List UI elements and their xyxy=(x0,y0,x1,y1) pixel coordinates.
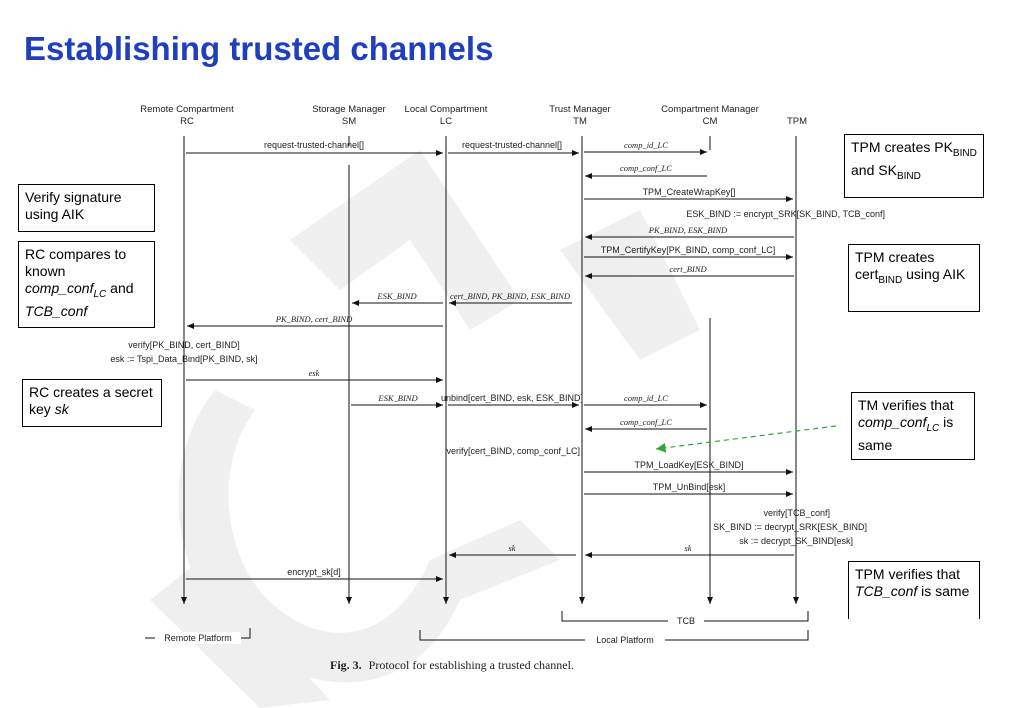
participant-name: Remote Compartment xyxy=(140,104,234,115)
participant-abbr: RC xyxy=(180,116,194,127)
local-action: verify[PK_BIND, cert_BIND] xyxy=(128,340,240,350)
msg-label: request-trusted-channel[] xyxy=(264,140,364,150)
local-action: verify[TCB_conf] xyxy=(763,508,830,518)
msg-label: TPM_LoadKey[ESK_BIND] xyxy=(634,460,743,470)
participant-name: Compartment Manager xyxy=(661,104,759,115)
participant-name: Storage Manager xyxy=(312,104,385,115)
callout-tm-verifies: TM verifies that comp_confLC is same xyxy=(851,392,975,460)
msg-label: esk xyxy=(309,368,320,378)
msg-label: request-trusted-channel[] xyxy=(462,140,562,150)
caption-prefix: Fig. 3. xyxy=(330,658,362,672)
callout-tpm-creates-cert: TPM creates certBIND using AIK xyxy=(848,244,980,312)
lifelines xyxy=(181,136,799,604)
callout-rc-compares: RC compares to known comp_confLC and TCB… xyxy=(18,241,155,328)
msg-label: comp_conf_LC xyxy=(620,417,672,427)
slide-title: Establishing trusted channels xyxy=(24,30,494,67)
local-action: verify[cert_BIND, comp_conf_LC] xyxy=(446,446,580,456)
callout-text: TPM creates certBIND using AIK xyxy=(855,249,966,286)
local-action: sk := decrypt_SK_BIND[esk] xyxy=(739,536,853,546)
participant-abbr: SM xyxy=(342,116,356,127)
figure-caption: Fig. 3. Protocol for establishing a trus… xyxy=(330,658,574,672)
tcb-label: TCB xyxy=(677,616,695,626)
local-platform-label: Local Platform xyxy=(596,635,654,645)
participant-abbr: LC xyxy=(440,116,452,127)
callout-text: Verify signature using AIK xyxy=(25,189,122,222)
callout-text: TPM verifies that TCB_conf is same xyxy=(855,566,970,599)
local-action: esk := Tspi_Data_Bind[PK_BIND, sk] xyxy=(110,354,257,364)
msg-label: encrypt_sk[d] xyxy=(287,567,341,577)
msg-label: comp_id_LC xyxy=(624,393,668,403)
msg-label: ESK_BIND xyxy=(377,393,418,403)
msg-label: PK_BIND, cert_BIND xyxy=(275,314,353,324)
participant-name: Trust Manager xyxy=(549,104,610,115)
message-labels: request-trusted-channel[] request-truste… xyxy=(264,140,775,577)
msg-label: TPM_CertifyKey[PK_BIND, comp_conf_LC] xyxy=(601,245,776,255)
remote-platform-label: Remote Platform xyxy=(164,633,232,643)
group-brackets xyxy=(145,611,809,641)
callout-text: RC creates a secret key sk xyxy=(29,384,153,417)
caption-text: Protocol for establishing a trusted chan… xyxy=(369,658,574,672)
participant-abbr: CM xyxy=(703,116,718,127)
tcb-label-bg xyxy=(668,615,704,627)
message-arrows xyxy=(186,149,794,582)
msg-label: ESK_BIND xyxy=(376,291,417,301)
callout-text: TM verifies that comp_confLC is same xyxy=(858,397,954,453)
participant-abbr: TM xyxy=(573,116,587,127)
local-actions: ESK_BIND := encrypt_SRK[SK_BIND, TCB_con… xyxy=(110,209,885,546)
local-platform-label-bg xyxy=(585,634,665,646)
msg-label: unbind[cert_BIND, esk, ESK_BIND] xyxy=(441,393,583,403)
participant-name: Local Compartment xyxy=(405,104,488,115)
participant-headers: Remote Compartment RC Storage Manager SM… xyxy=(140,104,807,127)
annotation-arrow xyxy=(655,425,837,453)
msg-label: sk xyxy=(684,543,691,553)
msg-label: comp_id_LC xyxy=(624,140,668,150)
msg-label: TPM_UnBind[esk] xyxy=(653,482,726,492)
local-action: SK_BIND := decrypt_SRK[ESK_BIND] xyxy=(713,522,867,532)
msg-label: cert_BIND xyxy=(669,264,707,274)
callout-text: TPM creates PKBIND and SKBIND xyxy=(851,139,977,182)
callout-verify-signature: Verify signature using AIK xyxy=(18,184,155,232)
msg-label: cert_BIND, PK_BIND, ESK_BIND xyxy=(450,291,571,301)
callout-text: RC compares to known comp_confLC and TCB… xyxy=(25,246,134,319)
msg-label: TPM_CreateWrapKey[] xyxy=(643,187,736,197)
msg-label: comp_conf_LC xyxy=(620,163,672,173)
participant-abbr: TPM xyxy=(787,116,807,127)
msg-label: PK_BIND, ESK_BIND xyxy=(648,225,728,235)
callout-tpm-verifies: TPM verifies that TCB_conf is same xyxy=(848,561,980,619)
callout-rc-creates-key: RC creates a secret key sk xyxy=(22,379,162,427)
local-action: ESK_BIND := encrypt_SRK[SK_BIND, TCB_con… xyxy=(686,209,885,219)
callout-tpm-creates-keys: TPM creates PKBIND and SKBIND xyxy=(844,134,984,198)
msg-label: sk xyxy=(508,543,515,553)
remote-platform-label-bg xyxy=(155,632,241,644)
